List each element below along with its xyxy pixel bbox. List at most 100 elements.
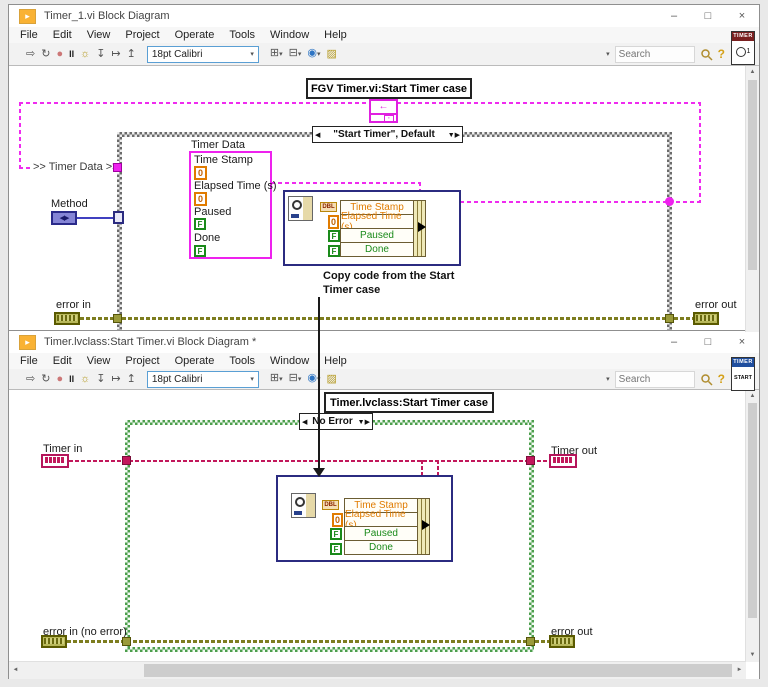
tunnel[interactable] [665, 314, 674, 323]
run-button[interactable]: ⇨ [26, 373, 36, 385]
error-in-terminal[interactable] [41, 635, 67, 648]
menu-view[interactable]: View [86, 355, 111, 367]
menu-edit[interactable]: Edit [52, 355, 72, 367]
highlight-execution-button[interactable]: ☼ [80, 48, 91, 60]
numeric-constant[interactable]: 0 [332, 513, 343, 527]
distribute-objects-button[interactable]: ⊟▾ [288, 372, 302, 384]
feedback-node[interactable]: ← ▪ [369, 99, 398, 123]
step-over-button[interactable]: ↦ [111, 48, 121, 60]
tunnel[interactable] [113, 163, 122, 172]
numeric-constant[interactable]: 0 [194, 192, 207, 206]
bundle-row[interactable]: Elapsed Time (s) [340, 211, 414, 233]
menu-file[interactable]: File [20, 29, 38, 41]
dbl-conversion[interactable]: DBL [322, 500, 339, 510]
tunnel[interactable] [526, 456, 535, 465]
help-icon[interactable]: ? [717, 372, 725, 386]
error-in-terminal[interactable] [54, 312, 80, 325]
menu-tools[interactable]: Tools [229, 355, 256, 367]
scroll-right-arrow[interactable]: ► [736, 667, 743, 673]
menu-edit[interactable]: Edit [52, 29, 72, 41]
case-selector[interactable]: ◀ No Error ▼▶ [299, 413, 373, 430]
pause-button[interactable]: II [69, 49, 75, 59]
cleanup-diagram-button[interactable]: ▨ [326, 373, 337, 385]
step-out-button[interactable]: ↥ [126, 48, 136, 60]
case-prev-arrow[interactable]: ◀ [302, 418, 308, 426]
tunnel[interactable] [122, 456, 131, 465]
boolean-constant[interactable]: F [194, 218, 206, 230]
boolean-constant[interactable]: F [328, 245, 340, 257]
scroll-down-arrow[interactable]: ▼ [749, 652, 756, 658]
get-date-time-icon[interactable] [291, 493, 316, 518]
step-out-button[interactable]: ↥ [126, 373, 136, 385]
scroll-up-arrow[interactable]: ▲ [749, 393, 756, 399]
boolean-constant[interactable]: F [194, 245, 206, 257]
vi-connector-icon[interactable]: TIMER 1 [731, 31, 755, 65]
scroll-left-arrow[interactable]: ◄ [12, 667, 19, 673]
scroll-up-arrow[interactable]: ▲ [749, 69, 756, 75]
method-label[interactable]: Method [51, 198, 88, 210]
case-next-arrow[interactable]: ▼▶ [357, 418, 370, 426]
method-enum-terminal[interactable]: ◀▶ [51, 211, 77, 225]
comment-text[interactable]: Timer case [323, 284, 381, 296]
case-prev-arrow[interactable]: ◀ [315, 131, 321, 139]
abort-button[interactable]: ● [56, 373, 64, 385]
close-button[interactable]: × [738, 10, 746, 22]
search-input[interactable] [614, 45, 695, 63]
menu-window[interactable]: Window [270, 29, 310, 41]
tunnel[interactable] [113, 314, 122, 323]
reorder-button[interactable]: ◉▾ [307, 47, 321, 59]
tunnel[interactable] [122, 637, 131, 646]
scrollbar-thumb[interactable] [748, 403, 757, 618]
vi-connector-icon[interactable]: TIMER START [731, 357, 755, 391]
step-into-button[interactable]: ↧ [96, 48, 106, 60]
block-diagram-canvas[interactable]: FGV Timer.vi:Start Timer case ← ▪ >> Tim… [9, 65, 759, 332]
numeric-constant[interactable]: 0 [328, 215, 339, 229]
case-next-arrow[interactable]: ▼▶ [447, 131, 460, 139]
diagram-title-label[interactable]: Timer.lvclass:Start Timer case [324, 392, 494, 413]
error-out-terminal[interactable] [693, 312, 719, 325]
error-in-label[interactable]: error in [56, 299, 91, 311]
menu-help[interactable]: Help [324, 29, 347, 41]
align-objects-button[interactable]: ⊞▾ [269, 372, 283, 384]
search-scope-dropdown[interactable]: ▾ [606, 51, 610, 58]
menu-file[interactable]: File [20, 355, 38, 367]
dbl-conversion[interactable]: DBL [320, 202, 337, 212]
bundle-row[interactable]: Paused [340, 228, 414, 243]
search-scope-dropdown[interactable]: ▾ [606, 376, 610, 383]
maximize-button[interactable]: □ [704, 336, 712, 348]
horizontal-scrollbar[interactable]: ◄ ► [9, 661, 746, 679]
help-icon[interactable]: ? [717, 47, 725, 61]
search-icon[interactable] [700, 373, 713, 386]
bundle-row[interactable]: Done [340, 242, 414, 257]
boolean-constant[interactable]: F [328, 230, 340, 242]
font-selector[interactable]: 18pt Calibri ▾ [146, 370, 259, 388]
search-input[interactable] [614, 370, 695, 388]
numeric-constant[interactable]: 0 [194, 166, 207, 180]
menu-project[interactable]: Project [125, 29, 160, 41]
align-objects-button[interactable]: ⊞▾ [269, 47, 283, 59]
search-icon[interactable] [700, 48, 713, 61]
abort-button[interactable]: ● [56, 48, 64, 60]
step-over-button[interactable]: ↦ [111, 373, 121, 385]
run-continuous-button[interactable]: ↻ [41, 373, 51, 385]
comment-text[interactable]: Copy code from the Start [323, 270, 455, 282]
run-continuous-button[interactable]: ↻ [41, 48, 51, 60]
timer-out-terminal[interactable] [549, 454, 577, 468]
cluster-title[interactable]: Timer Data [191, 139, 245, 151]
error-out-terminal[interactable] [549, 635, 575, 648]
scrollbar-thumb[interactable] [144, 664, 732, 677]
maximize-button[interactable]: □ [704, 10, 712, 22]
step-into-button[interactable]: ↧ [96, 373, 106, 385]
boolean-constant[interactable]: F [330, 543, 342, 555]
bundle-row[interactable]: Elapsed Time (s) [344, 509, 418, 531]
bundle-row[interactable]: Done [344, 540, 418, 555]
minimize-button[interactable]: – [670, 10, 678, 22]
menu-operate[interactable]: Operate [174, 29, 215, 41]
font-selector[interactable]: 18pt Calibri ▾ [146, 45, 259, 63]
timer-in-terminal[interactable] [41, 454, 69, 468]
error-out-label[interactable]: error out [695, 299, 737, 311]
tunnel[interactable] [526, 637, 535, 646]
minimize-button[interactable]: – [670, 336, 678, 348]
timer-in-label[interactable]: Timer in [43, 443, 83, 455]
cleanup-diagram-button[interactable]: ▨ [326, 48, 337, 60]
